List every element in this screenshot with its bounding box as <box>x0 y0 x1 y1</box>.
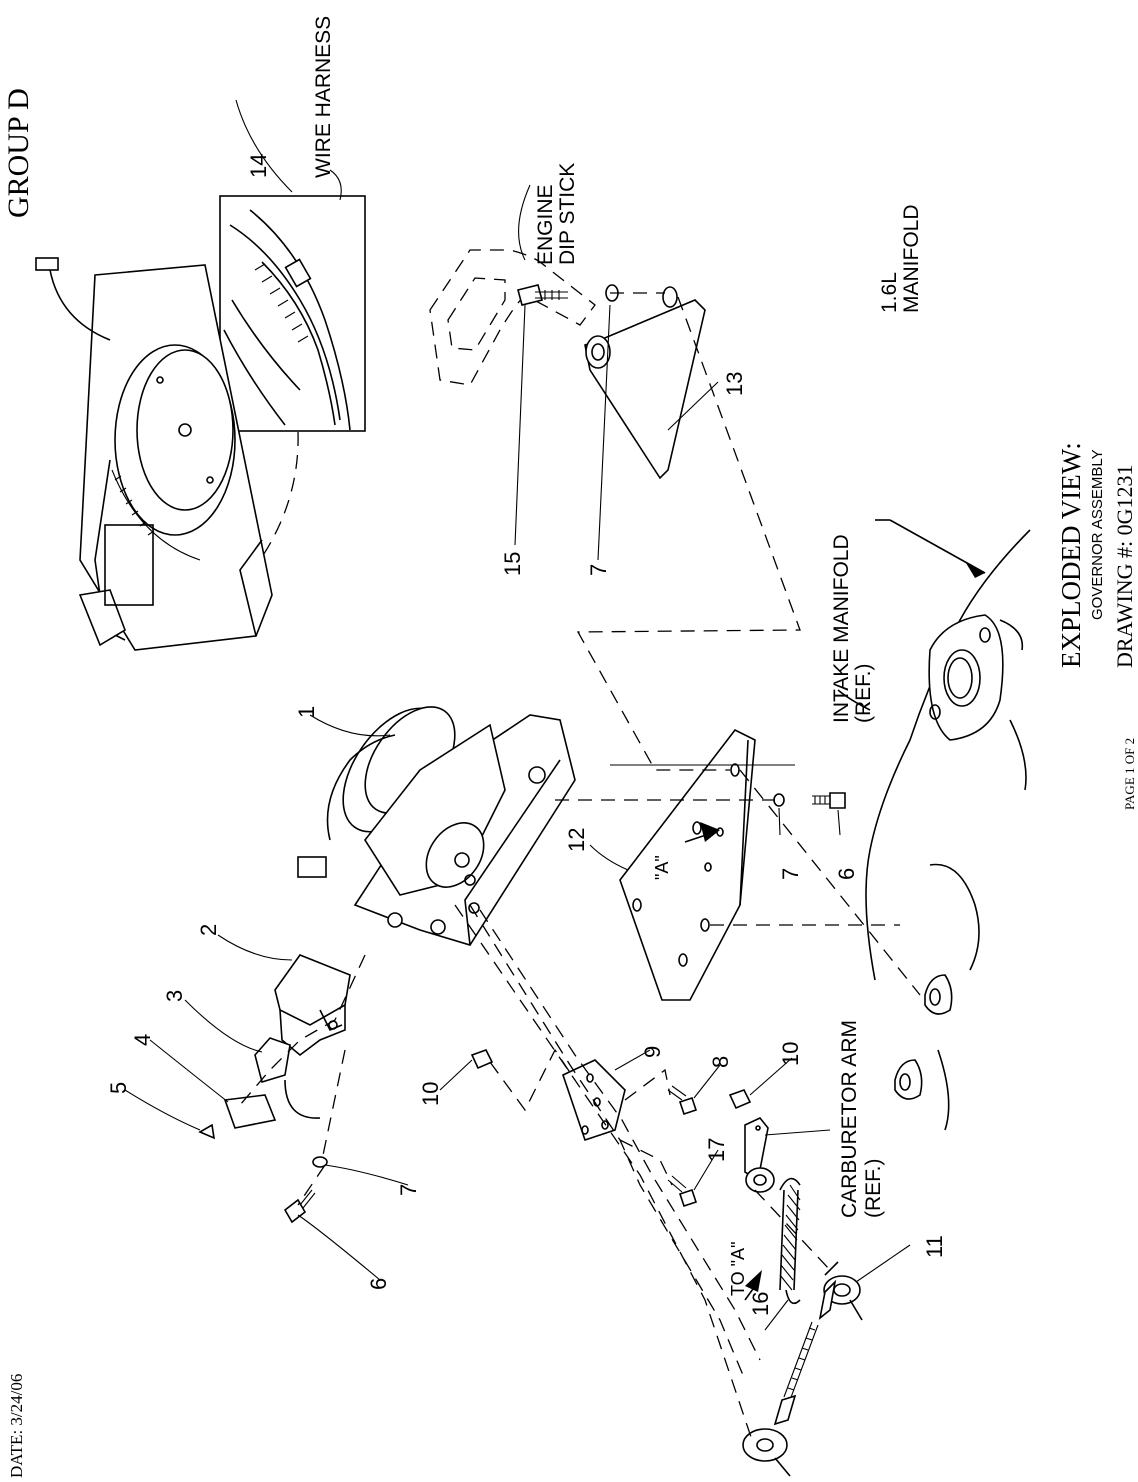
callout-2: 2 <box>196 924 221 936</box>
callout-8: 8 <box>708 1056 733 1068</box>
governor-perspective-view <box>35 257 273 651</box>
callout-15: 15 <box>500 552 525 576</box>
part-10-nut-lower <box>728 1089 752 1110</box>
callout-16: 16 <box>748 1292 773 1316</box>
leader-carburetor-arm <box>764 1129 831 1136</box>
callout-5: 5 <box>106 1082 131 1094</box>
label-intake-manifold: INTAKE MANIFOLD <box>830 534 853 723</box>
callout-1: 1 <box>294 706 319 718</box>
label-1-6l: 1.6L <box>878 272 901 313</box>
part-8-screw <box>667 1085 698 1116</box>
label-dip-stick: DIP STICK <box>556 163 579 265</box>
group-title: GROUP D <box>2 88 35 218</box>
part-13-dip-stick-bracket <box>584 286 706 480</box>
part-15-bolt <box>517 284 568 306</box>
intake-manifold-ref <box>865 529 1031 1131</box>
callout-numbers: 1 2 3 4 5 6 6 7 7 7 8 9 10 10 11 12 13 1… <box>106 154 947 1316</box>
label-wire-harness: WIRE HARNESS <box>312 16 335 178</box>
part-7-washer-plate <box>773 793 785 807</box>
wire-harness-detail-inset <box>219 195 366 432</box>
callout-leaders <box>124 184 911 1331</box>
title-governor-assembly: GOVERNOR ASSEMBLY <box>1089 449 1106 620</box>
part-4-cover <box>223 1094 277 1129</box>
part-6-screw-plate <box>812 792 846 809</box>
part-17-screw <box>667 1175 698 1208</box>
callout-6-plate: 6 <box>834 868 859 880</box>
callout-13: 13 <box>722 372 747 396</box>
part-16-spring <box>779 1177 801 1305</box>
label-to-a: TO "A" <box>728 1242 748 1296</box>
callout-4: 4 <box>130 1034 155 1046</box>
part-6-screw-left <box>283 1189 316 1224</box>
callout-7-upper: 7 <box>586 564 611 576</box>
part-12-mounting-plate <box>619 728 756 1001</box>
label-engine: ENGINE <box>534 184 557 265</box>
title-exploded-view: EXPLODED VIEW: <box>1056 442 1086 668</box>
leader-14 <box>235 99 293 193</box>
callout-11: 11 <box>922 1235 947 1258</box>
date-label: DATE: 3/24/06 <box>7 1374 26 1478</box>
callout-6-left: 6 <box>366 1278 391 1290</box>
page-number: PAGE 1 OF 2 <box>1122 738 1137 810</box>
part-7-washer-left <box>312 1156 328 1168</box>
callout-9: 9 <box>640 1046 665 1058</box>
arrow-to-a <box>745 1270 762 1292</box>
callout-12: 12 <box>564 828 589 852</box>
label-point-a: "A" <box>652 855 672 880</box>
governor-main-assembly <box>297 706 576 946</box>
leader-intake-manifold <box>837 689 871 711</box>
part-5-screw <box>198 1123 216 1140</box>
leader-wire-harness <box>329 169 342 201</box>
callout-10-lower: 10 <box>778 1042 803 1066</box>
part-2-bracket <box>274 954 351 1057</box>
leader-1-6l-manifold <box>889 519 986 574</box>
arrow-1-6l-manifold <box>966 563 985 578</box>
callout-10-upper: 10 <box>418 1082 443 1106</box>
part-11-linkage-rod <box>742 1261 863 1477</box>
callout-17: 17 <box>704 1138 729 1162</box>
label-carburetor-ref: (REF.) <box>862 1159 885 1219</box>
callout-7-plate: 7 <box>778 868 803 880</box>
assembly-dashed-lines <box>239 292 921 1441</box>
carburetor-arm-ref <box>744 1117 775 1193</box>
arrow-point-a <box>700 822 720 842</box>
part-3-wire <box>284 1079 321 1119</box>
part-10-nut-upper <box>470 1049 494 1070</box>
label-intake-ref: (REF.) <box>852 664 875 724</box>
callout-7-left: 7 <box>396 1184 421 1196</box>
callout-14: 14 <box>246 154 271 178</box>
title-drawing-number: DRAWING #: 0G1231 <box>1112 464 1137 668</box>
label-carburetor-arm: CARBURETOR ARM <box>838 1020 861 1218</box>
callout-3: 3 <box>162 990 187 1002</box>
part-3-sensor <box>254 1037 291 1084</box>
label-manifold: MANIFOLD <box>900 204 923 313</box>
